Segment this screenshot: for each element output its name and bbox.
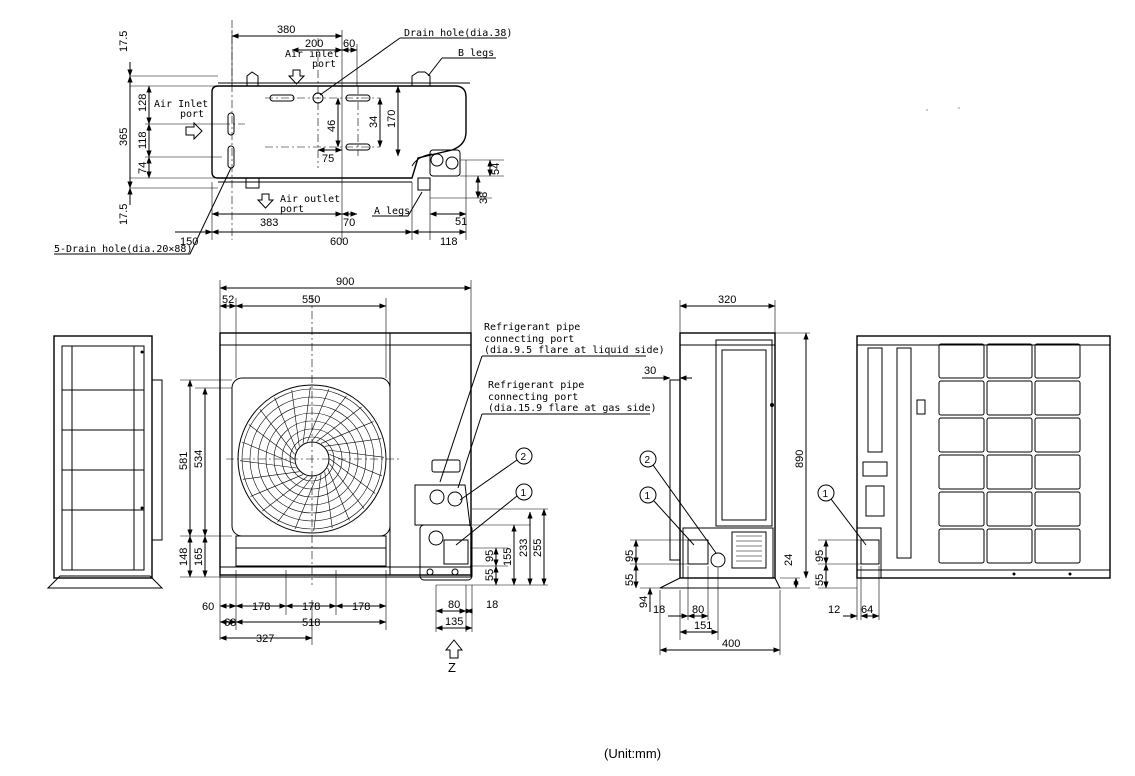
label-drain-5: 5-Drain hole(dia.20×88) xyxy=(54,244,192,255)
ref-gas-3: (dia.15.9 flare at gas side) xyxy=(488,403,657,414)
front-dim-581: 581 xyxy=(178,452,190,470)
label-air-inlet-top-1: Air inlet xyxy=(285,49,339,60)
side-dim-94: 94 xyxy=(638,596,650,608)
top-view: 380 200 60 17.5 365 17.5 128 118 74 46 7… xyxy=(54,20,512,255)
view-z-arrow xyxy=(444,639,464,659)
front-dim-148: 148 xyxy=(178,548,190,566)
front-dim-95: 95 xyxy=(484,550,496,562)
ref-gas-1: Refrigerant pipe xyxy=(488,380,584,391)
front-dim-900: 900 xyxy=(336,276,354,288)
right-side-view: 320 30 890 24 95 55 94 18 80 151 400 2 1 xyxy=(624,294,810,655)
top-dim-17-5-bot: 17.5 xyxy=(118,204,130,225)
front-dim-550: 550 xyxy=(302,294,320,306)
callout-1-front: 1 xyxy=(521,488,527,499)
top-dim-128: 128 xyxy=(137,94,149,112)
side-dim-18: 18 xyxy=(653,604,665,616)
callout-1-side: 1 xyxy=(645,491,651,502)
side-dim-400: 400 xyxy=(722,638,740,650)
front-dim-68: 68 xyxy=(224,617,236,629)
top-dim-38: 38 xyxy=(478,192,490,204)
top-view-body xyxy=(211,85,467,179)
top-dim-365: 365 xyxy=(118,128,130,146)
front-dim-233: 233 xyxy=(518,539,530,557)
front-dim-18: 18 xyxy=(486,599,498,611)
top-dim-54: 54 xyxy=(490,163,502,175)
top-dim-74: 74 xyxy=(137,162,149,174)
front-dim-55: 55 xyxy=(484,569,496,581)
top-dim-34: 34 xyxy=(368,116,380,128)
side-dim-55: 55 xyxy=(624,574,636,586)
side-dim-320: 320 xyxy=(718,294,736,306)
back-dim-64: 64 xyxy=(861,604,873,616)
top-dim-70: 70 xyxy=(343,217,355,229)
callout-1-back: 1 xyxy=(823,489,829,500)
top-dim-118: 118 xyxy=(137,131,149,149)
front-dim-135: 135 xyxy=(445,616,463,628)
back-dim-55: 55 xyxy=(814,574,826,586)
top-dim-600: 600 xyxy=(330,236,348,248)
label-air-inlet-left-2: port xyxy=(180,109,204,120)
side-dim-24: 24 xyxy=(783,554,795,566)
top-dim-75: 75 xyxy=(322,153,334,165)
side-dim-890: 890 xyxy=(794,450,806,468)
top-dim-118b: 118 xyxy=(440,236,458,248)
top-dim-170: 170 xyxy=(386,110,398,128)
front-dim-165: 165 xyxy=(193,548,205,566)
front-dim-155: 155 xyxy=(502,548,514,566)
front-dim-327: 327 xyxy=(256,633,274,645)
a-leg xyxy=(245,177,260,189)
top-dim-51: 51 xyxy=(455,216,467,228)
ref-gas-2: connecting port xyxy=(488,392,578,403)
ref-liquid-3: (dia.9.5 flare at liquid side) xyxy=(484,345,665,356)
top-dim-60: 60 xyxy=(343,38,355,50)
label-air-outlet-2: port xyxy=(280,204,304,215)
side-dim-95: 95 xyxy=(624,550,636,562)
back-coil-grid xyxy=(938,343,1081,564)
back-dim-95: 95 xyxy=(814,550,826,562)
front-dim-518: 518 xyxy=(302,617,320,629)
front-dim-52: 52 xyxy=(222,294,234,306)
left-side-view xyxy=(46,335,164,589)
back-dim-12: 12 xyxy=(828,604,840,616)
side-dim-30: 30 xyxy=(644,365,656,377)
top-dim-380: 380 xyxy=(277,24,295,36)
label-b-legs: B legs xyxy=(458,48,494,59)
front-dim-60: 60 xyxy=(202,601,214,613)
back-view: 95 55 12 64 1 xyxy=(814,335,1111,620)
front-dim-178-c: 178 xyxy=(352,601,370,613)
label-a-legs: A legs xyxy=(374,206,410,217)
front-body xyxy=(219,332,472,576)
label-drain-hole: Drain hole(dia.38) xyxy=(404,28,512,39)
front-dim-178-a: 178 xyxy=(252,601,270,613)
front-dim-255: 255 xyxy=(532,539,544,557)
label-air-outlet-1: Air outlet xyxy=(280,194,340,205)
front-view: 900 52 550 581 534 148 165 60 178 178 17… xyxy=(178,276,665,675)
view-z-label: Z xyxy=(448,660,456,675)
ref-liquid-1: Refrigerant pipe xyxy=(484,322,580,333)
label-air-inlet-left-1: Air Inlet xyxy=(154,99,208,110)
ref-liquid-2: connecting port xyxy=(484,334,574,345)
top-dim-383: 383 xyxy=(260,217,278,229)
front-dim-534: 534 xyxy=(193,450,205,468)
top-dim-17-5-top: 17.5 xyxy=(118,31,130,52)
top-dim-200: 200 xyxy=(305,38,323,50)
callout-2-front: 2 xyxy=(521,452,527,463)
callout-2-side: 2 xyxy=(645,455,651,466)
top-dim-46: 46 xyxy=(326,120,338,132)
front-dim-178-b: 178 xyxy=(302,601,320,613)
top-dim-150: 150 xyxy=(180,236,198,248)
unit-label: (Unit:mm) xyxy=(604,746,661,761)
side-dim-151: 151 xyxy=(694,620,712,632)
label-air-inlet-top-2: port xyxy=(312,59,336,70)
front-dim-80: 80 xyxy=(448,599,460,611)
side-dim-80: 80 xyxy=(692,604,704,616)
b-leg xyxy=(246,71,259,86)
